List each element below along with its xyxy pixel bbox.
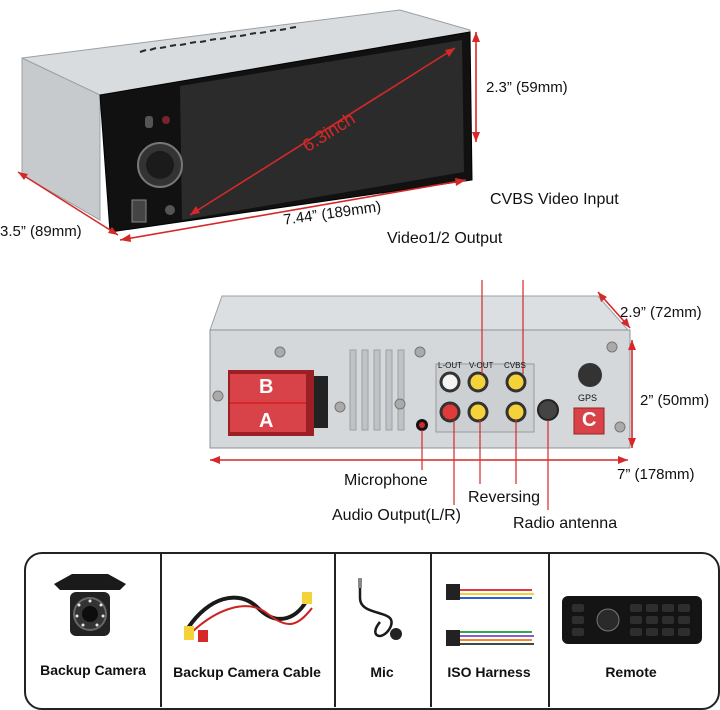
microphone-label: Microphone [344,472,428,489]
accessory-label-cable: Backup Camera Cable [173,664,321,680]
rear-panel-illustration [209,280,636,510]
panel-text-gps: GPS [578,393,598,403]
video-output-label: Video1/2 Output [387,230,503,247]
microphone-icon [358,578,402,640]
panel-text-lout: L-OUT [438,361,462,370]
rear-depth-label: 2.9” (72mm) [620,304,702,321]
audio-output-label: Audio Output(L/R) [332,507,461,524]
accessory-label-remote: Remote [605,664,657,680]
rear-width-label: 7” (178mm) [617,466,695,483]
harness-label-c: C [582,409,597,431]
remote-icon [562,596,702,644]
cable-icon [184,592,313,642]
cvbs-input-label: CVBS Video Input [490,191,619,208]
rear-height-label: 2” (50mm) [640,392,710,409]
head-unit-illustration [17,9,480,242]
harness-label-b: B [259,376,274,398]
camera-icon [54,574,126,636]
radio-antenna-label: Radio antenna [513,515,618,532]
accessory-label-mic: Mic [370,664,394,680]
unit-height-label: 2.3” (59mm) [486,79,568,96]
reversing-label: Reversing [468,489,541,506]
panel-text-cvbs: CVBS [504,361,526,370]
unit-depth-label: 3.5” (89mm) [0,223,82,240]
usb-port-icon [131,199,147,223]
harness-label-a: A [259,410,274,432]
harness-icon [446,584,534,646]
accessory-label-harness: ISO Harness [447,664,531,680]
panel-text-vout: V-OUT [469,361,494,370]
accessory-label-camera: Backup Camera [40,662,146,678]
